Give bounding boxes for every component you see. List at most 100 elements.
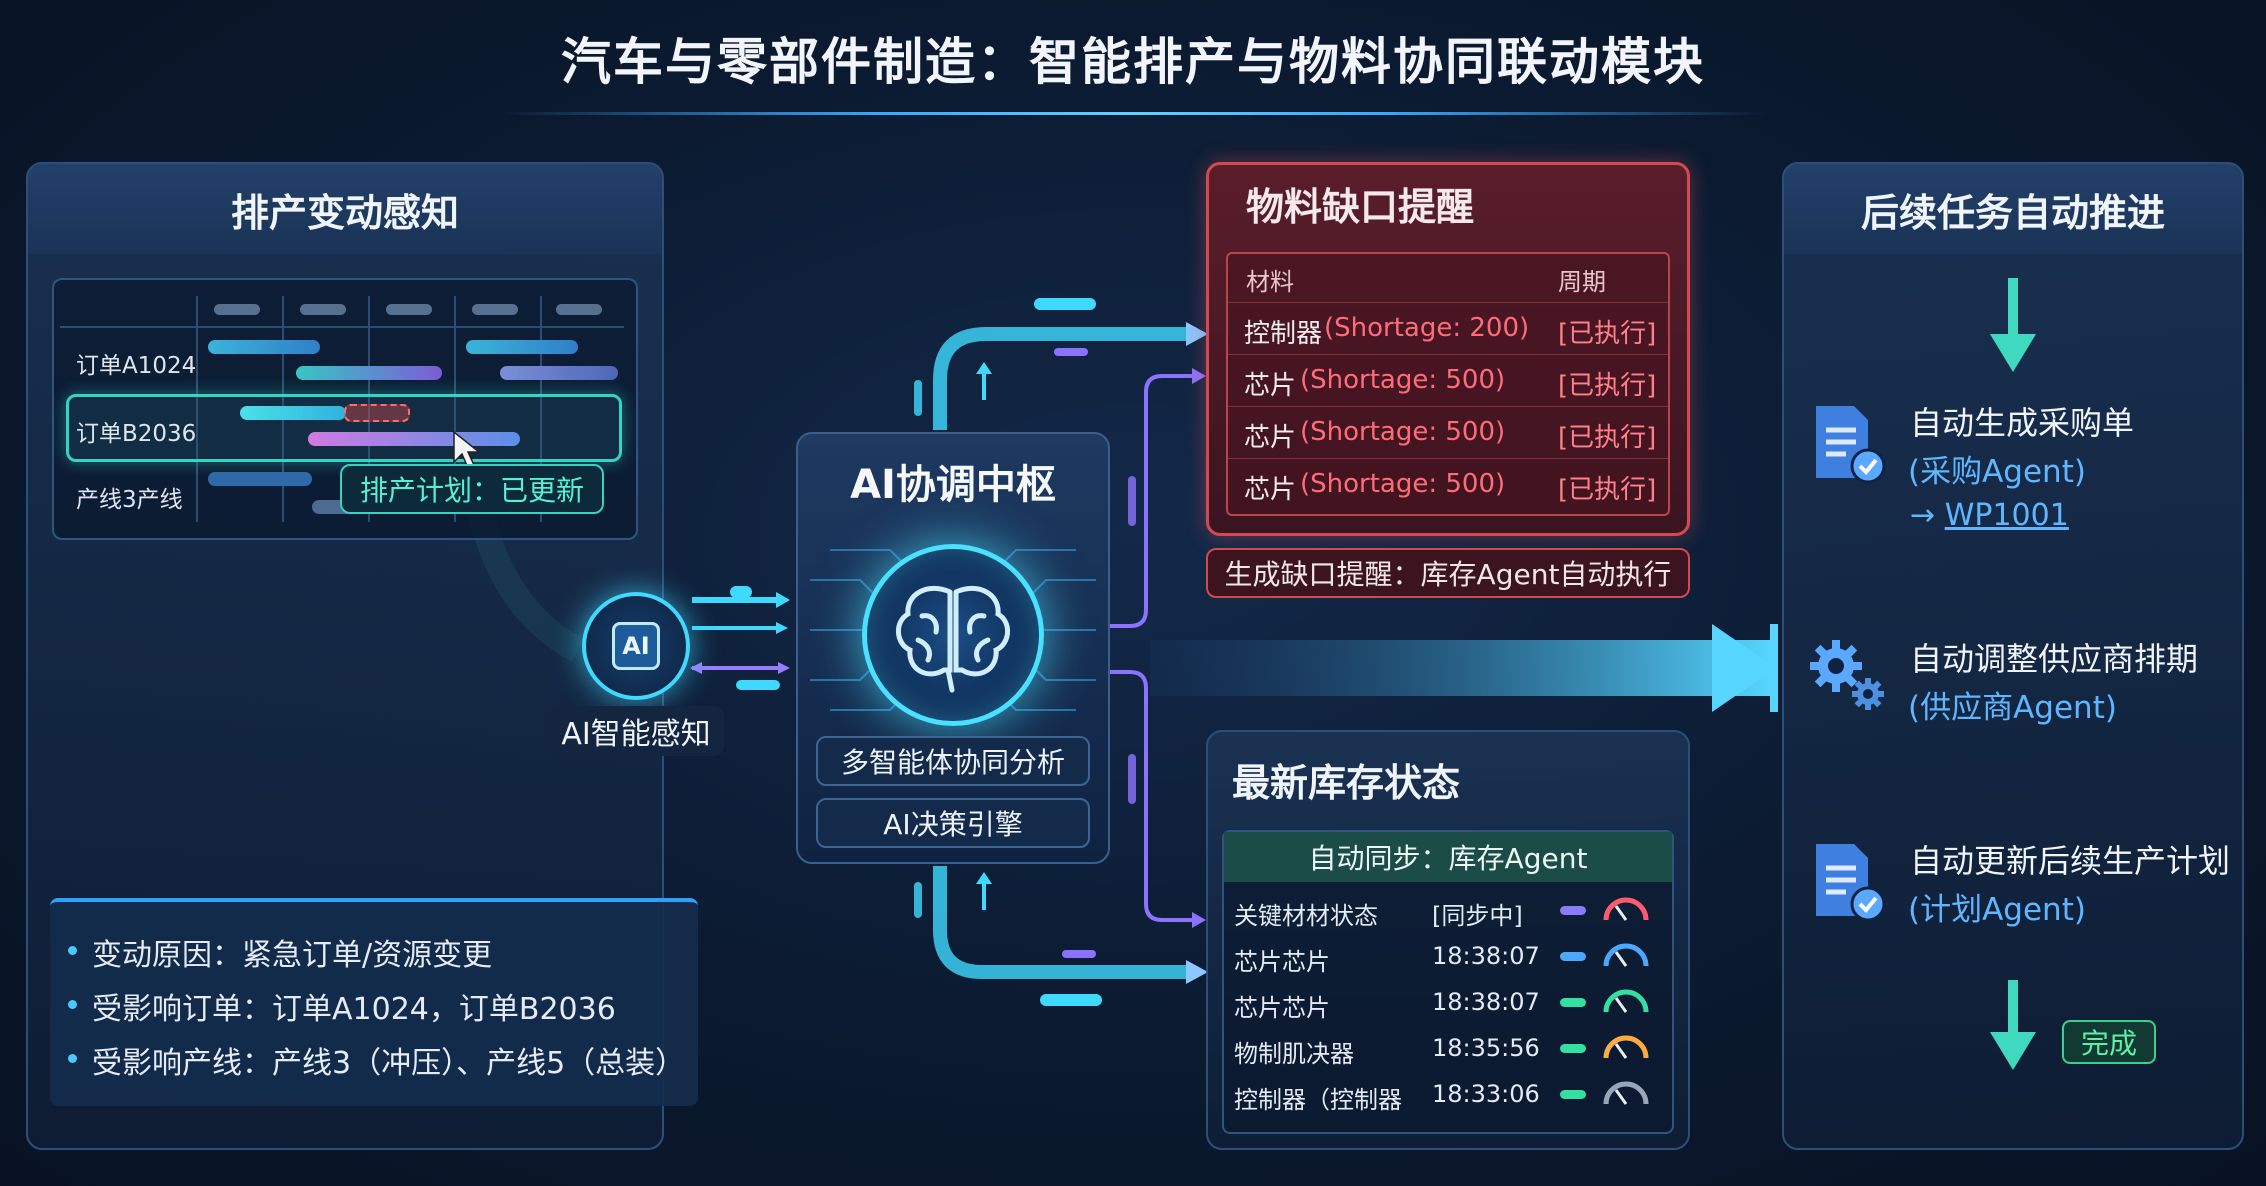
gauge-icon: [1603, 897, 1649, 921]
gauge-needle: [1614, 1089, 1628, 1105]
work-order-link[interactable]: → WP1001: [1910, 498, 2069, 533]
gantt-row-label: 产线3产线: [76, 487, 183, 513]
gantt-row-label: 订单B2036: [76, 421, 197, 447]
hub-to-shortage-line: [933, 327, 1196, 430]
gantt-bar: [208, 340, 320, 354]
gantt-header-tick: [300, 304, 346, 315]
down-arrow-icon: [1990, 278, 2036, 372]
status-badge: [已执行]: [1558, 423, 1657, 453]
shortage-amount: (Shortage: 200): [1324, 313, 1530, 343]
hub-core[interactable]: [862, 544, 1044, 726]
gauge-needle: [1614, 905, 1628, 921]
gantt-bar: [240, 406, 346, 420]
inventory-gauges: [1560, 897, 1649, 1105]
big-flow-arrow: [1150, 640, 1770, 696]
inventory-item-name: 物制肌决器: [1234, 1040, 1354, 1068]
work-order-id[interactable]: WP1001: [1944, 498, 2069, 533]
gantt-bar-conflict: [344, 404, 410, 422]
gantt-row-label: 订单A1024: [76, 353, 197, 379]
bullet-dot: [68, 946, 77, 955]
status-bar: [1560, 1044, 1586, 1053]
done-badge: 完成: [2062, 1020, 2156, 1064]
table-row[interactable]: 芯片 (Shortage: 500) [已执行]: [1228, 458, 1668, 510]
sync-status-bar: 自动同步：库存Agent: [1224, 832, 1672, 882]
shortage-amount: (Shortage: 500): [1300, 365, 1506, 395]
gears-icon: [1810, 640, 1884, 710]
gauge-needle: [1614, 997, 1628, 1013]
step-agent: (供应商Agent): [1908, 690, 2117, 726]
down-arrow-icon: [1990, 980, 2036, 1070]
flow-dash: [736, 680, 780, 690]
table-row[interactable]: 芯片 (Shortage: 500) [已执行]: [1228, 354, 1668, 406]
panel-title: 最新库存状态: [1232, 761, 1461, 805]
purple-connector: [1110, 670, 1196, 922]
gauge-icon: [1603, 1035, 1649, 1059]
inventory-item-time: 18:33:06: [1432, 1080, 1540, 1108]
link-arrow: →: [1910, 498, 1936, 533]
arrow-head: [1192, 912, 1206, 928]
change-reasons-box: [50, 898, 698, 1106]
bullet-dot: [68, 1054, 77, 1063]
hub-to-inventory-line: [933, 866, 1196, 979]
status-bar: [1560, 952, 1586, 961]
schedule-updated-badge: 排产计划：已更新: [340, 464, 604, 514]
document-check-icon: [1816, 406, 1886, 484]
multi-agent-analysis-button[interactable]: 多智能体协同分析: [816, 736, 1090, 786]
arrow-head: [1186, 322, 1208, 346]
gantt-bar: [308, 432, 520, 446]
gantt-header-tick: [556, 304, 602, 315]
step-agent: (计划Agent): [1908, 892, 2086, 928]
status-bar: [1560, 1090, 1586, 1099]
gauge-needle: [1614, 951, 1628, 967]
brain-icon: [896, 585, 1010, 693]
flow-dash: [730, 586, 752, 598]
shortage-alert-note: 生成缺口提醒：库存Agent自动执行: [1206, 548, 1690, 598]
inventory-item-time: 18:38:07: [1432, 988, 1540, 1016]
document-check-icon: [1816, 844, 1886, 922]
ai-chip-icon: AI: [612, 622, 660, 670]
gantt-gridline: [454, 296, 456, 522]
gauge-icon: [1603, 989, 1649, 1013]
page-title: 汽车与零部件制造：智能排产与物料协同联动模块: [561, 33, 1705, 91]
status-bar: [1560, 906, 1586, 915]
gantt-gridline: [540, 296, 542, 522]
affected-orders: 受影响订单：订单A1024，订单B2036: [92, 992, 616, 1027]
step-label: 自动更新后续生产计划: [1910, 842, 2231, 880]
gantt-gridline: [368, 296, 370, 522]
status-bar: [1560, 998, 1586, 1007]
flow-dash: [1040, 994, 1102, 1006]
gantt-header-tick: [386, 304, 432, 315]
step-label: 自动调整供应商排期: [1910, 640, 2199, 678]
inventory-item-name: 芯片芯片: [1234, 948, 1330, 976]
bullet-dot: [68, 1000, 77, 1009]
table-row[interactable]: 控制器 (Shortage: 200) [已执行]: [1228, 302, 1668, 354]
flow-dash: [1054, 348, 1088, 356]
inventory-item-name: 芯片芯片: [1234, 994, 1330, 1022]
gantt-bar: [500, 366, 618, 380]
highlighted-order-row[interactable]: [66, 394, 622, 462]
table-header-material: 材料: [1246, 268, 1294, 296]
status-badge: [已执行]: [1558, 371, 1657, 401]
status-badge: [已执行]: [1558, 475, 1657, 505]
gantt-bar: [466, 340, 578, 354]
gauge-icon: [1603, 1081, 1649, 1105]
arrow-head: [1192, 368, 1206, 384]
arrow-head: [1186, 960, 1208, 984]
arrow-head: [776, 622, 788, 634]
affected-lines: 受影响产线：产线3（冲压）、产线5（总装）: [92, 1046, 686, 1081]
shortage-table: [1226, 252, 1670, 516]
ai-sense-label: AI智能感知: [548, 706, 724, 756]
purple-connector: [1110, 374, 1196, 628]
shortage-amount: (Shortage: 500): [1300, 469, 1506, 499]
inventory-item-time: 18:38:07: [1432, 942, 1540, 970]
panel-title: 排产变动感知: [28, 164, 662, 254]
gantt-header-tick: [214, 304, 260, 315]
inventory-item-name: 控制器（控制器: [1234, 1086, 1402, 1114]
ai-decision-engine-button[interactable]: AI决策引擎: [816, 798, 1090, 848]
change-reason: 变动原因：紧急订单/资源变更: [92, 938, 493, 973]
flow-dash: [1034, 298, 1096, 310]
arrow-head: [776, 592, 790, 608]
material-name: 芯片: [1244, 475, 1297, 505]
table-row[interactable]: 芯片 (Shortage: 500) [已执行]: [1228, 406, 1668, 458]
